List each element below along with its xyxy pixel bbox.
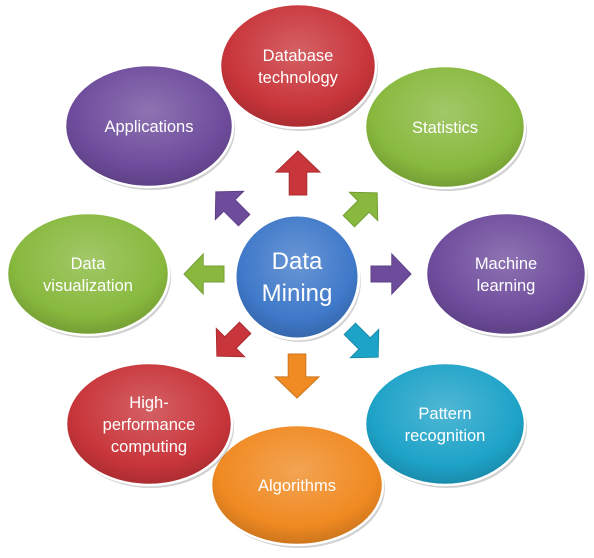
node-ellipse — [218, 2, 378, 130]
node-high-performance-computing: High-performance computing — [64, 361, 234, 488]
node-ellipse — [64, 361, 234, 487]
arrows-layer — [183, 150, 412, 399]
node-label-line: performance — [103, 416, 196, 434]
node-label-line: technology — [258, 69, 339, 87]
node-label-line: recognition — [405, 427, 486, 445]
node-label-line: Statistics — [412, 119, 478, 137]
node-label-line: computing — [111, 438, 187, 456]
arrow-to-high-performance-computing — [215, 321, 252, 358]
node-database-technology: Database technology — [218, 2, 378, 131]
node-label-line: Database — [263, 47, 334, 65]
arrow-to-machine-learning — [370, 252, 412, 296]
node-ellipse — [424, 211, 588, 337]
node-label-line: Pattern — [418, 405, 471, 423]
node-ellipse — [363, 64, 527, 190]
center-label-line: Data — [272, 248, 323, 275]
node-algorithms: Algorithms — [209, 423, 385, 548]
center-label-line: Mining — [262, 280, 333, 307]
node-applications: Applications — [63, 63, 235, 190]
node-label-line: Applications — [105, 118, 194, 136]
arrow-to-statistics — [342, 191, 379, 228]
node-label-line: visualization — [43, 277, 133, 295]
arrow-to-database-technology — [274, 150, 322, 196]
node-data-visualization: Data visualization — [5, 211, 171, 338]
node-statistics: Statistics — [363, 64, 527, 191]
node-label-line: Algorithms — [258, 477, 336, 495]
node-ellipse — [363, 361, 527, 487]
node-machine-learning: Machine learning — [424, 211, 588, 338]
node-label-line: High- — [129, 394, 168, 412]
arrow-to-applications — [214, 190, 251, 227]
node-ellipse — [209, 423, 385, 547]
arrow-to-pattern-recognition — [343, 322, 380, 359]
node-pattern-recognition: Pattern recognition — [363, 361, 527, 488]
node-ellipse — [5, 211, 171, 337]
node-ellipse — [63, 63, 235, 189]
node-label-line: Machine — [475, 255, 537, 273]
arrow-to-algorithms — [273, 353, 321, 399]
center-circle — [233, 213, 361, 341]
node-label-line: Data — [71, 255, 107, 273]
node-label-line: learning — [477, 277, 536, 295]
arrow-to-data-visualization — [183, 252, 225, 296]
